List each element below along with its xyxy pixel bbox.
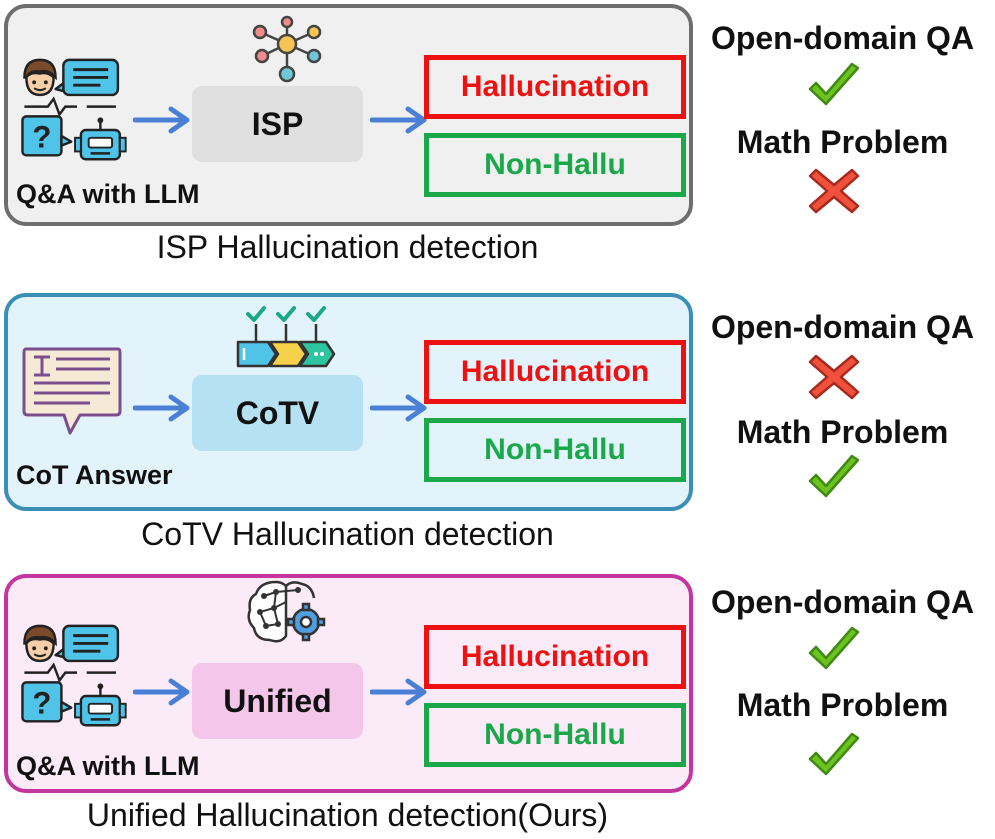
- non-hallu-output-box: Non-Hallu: [424, 703, 686, 767]
- input-label: Q&A with LLM: [16, 751, 200, 781]
- qa-conversation-icon: [18, 56, 136, 168]
- hallucination-output-box: Hallucination: [424, 340, 686, 404]
- input-label: CoT Answer: [16, 460, 173, 490]
- input-label: Q&A with LLM: [16, 179, 200, 209]
- cotv-method-box: CoTV: [192, 375, 363, 451]
- flow-arrow: [133, 105, 193, 135]
- check-icon: [806, 454, 862, 504]
- task-label: Open-domain QA: [710, 20, 975, 56]
- non-hallu-output-box: Non-Hallu: [424, 133, 686, 197]
- cross-icon: [806, 166, 862, 216]
- unified-method-box: Unified: [192, 663, 363, 739]
- cross-icon: [806, 352, 862, 402]
- check-icon: [806, 62, 862, 112]
- qa-conversation-icon: [18, 622, 136, 734]
- flow-arrow: [370, 105, 430, 135]
- check-icon: [806, 626, 862, 676]
- panel-caption: ISP Hallucination detection: [156, 229, 539, 265]
- flow-arrow: [370, 677, 430, 707]
- task-label: Math Problem: [736, 414, 949, 450]
- panel-caption: Unified Hallucination detection(Ours): [86, 797, 609, 833]
- flow-arrow: [133, 393, 193, 423]
- brain-gear-icon: [247, 580, 326, 643]
- task-label: Open-domain QA: [710, 309, 975, 345]
- flow-arrow: [133, 677, 193, 707]
- non-hallu-output-box: Non-Hallu: [424, 418, 686, 482]
- check-icon: [806, 732, 862, 782]
- task-label: Math Problem: [736, 124, 949, 160]
- flow-arrow: [370, 393, 430, 423]
- network-nodes-icon: [252, 15, 322, 83]
- hallucination-output-box: Hallucination: [424, 55, 686, 119]
- task-label: Open-domain QA: [710, 584, 975, 620]
- task-label: Math Problem: [736, 687, 949, 723]
- text-document-bubble-icon: [22, 347, 122, 435]
- panel-caption: CoTV Hallucination detection: [141, 516, 554, 552]
- hallucination-output-box: Hallucination: [424, 625, 686, 689]
- isp-method-box: ISP: [192, 86, 363, 162]
- verified-steps-icon: [236, 306, 336, 368]
